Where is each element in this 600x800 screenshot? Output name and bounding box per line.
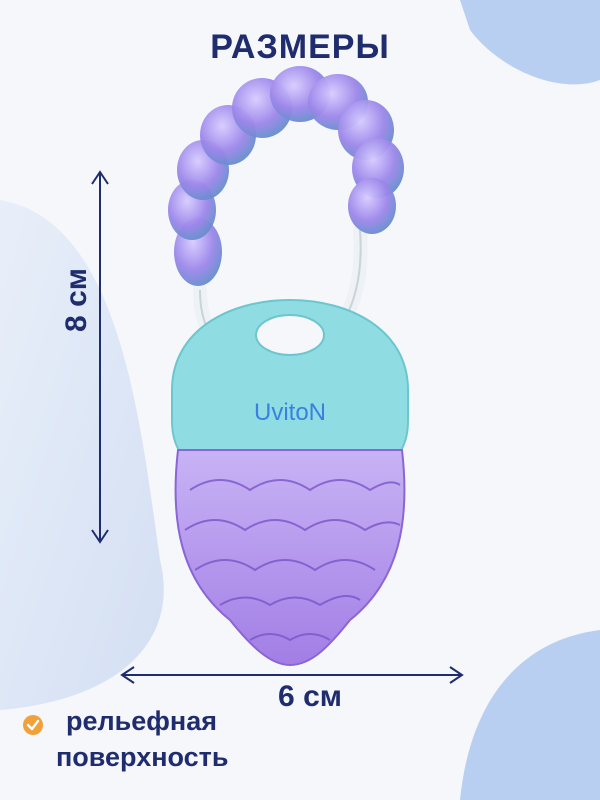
bead-chain (168, 66, 404, 286)
brand-logo: UvitoN (254, 399, 326, 426)
width-dimension-arrow (120, 666, 464, 684)
teether-grape-body (174, 449, 406, 667)
page-title: РАЗМЕРЫ (210, 28, 390, 66)
left-wave-shape (0, 200, 164, 710)
width-label: 6 см (278, 680, 342, 713)
feature-text-line2: поверхность (56, 742, 229, 772)
grape-scales (184, 479, 401, 642)
top-right-blob (460, 0, 600, 85)
bottom-right-blob (460, 630, 600, 800)
height-label: 8 см (60, 268, 93, 332)
height-dimension-arrow (91, 170, 109, 544)
check-circle-icon (23, 715, 43, 735)
cap-hole (255, 314, 325, 356)
feature-text-line1: рельефная (66, 706, 217, 736)
